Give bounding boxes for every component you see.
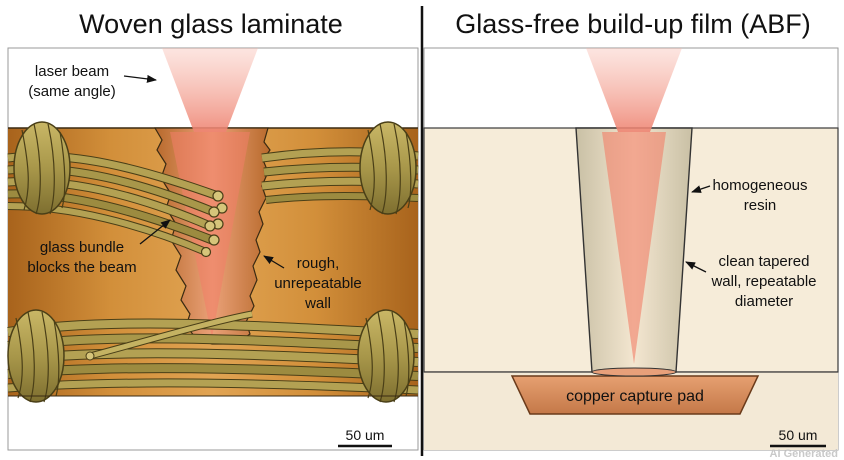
warp-bundle-top-right xyxy=(359,121,417,215)
rough-wall-arrow xyxy=(263,255,285,269)
laser-beam-arrow xyxy=(123,74,157,83)
laser-beam-right xyxy=(586,48,682,132)
via-bottom xyxy=(591,367,677,377)
copper-pad-label: copper capture pad xyxy=(566,388,704,405)
copper-capture-pad xyxy=(510,375,760,415)
clean-wall-label-3: diameter xyxy=(735,293,793,310)
homogeneous-resin-label-2: resin xyxy=(744,197,777,214)
laser-beam-right-cone xyxy=(602,132,666,364)
clean-wall-arrow xyxy=(685,261,707,273)
warp-bundle-bottom-left xyxy=(7,309,65,403)
right-panel-title: Glass-free build-up film (ABF) xyxy=(455,9,811,39)
left-panel-title: Woven glass laminate xyxy=(79,9,343,39)
laser-beam-label-2: (same angle) xyxy=(28,83,116,100)
laser-beam-label: laser beam xyxy=(35,63,109,80)
clean-wall-label: clean tapered xyxy=(719,253,810,270)
rough-wall-label: rough, xyxy=(297,255,340,272)
glass-bundle-label-2: blocks the beam xyxy=(27,259,136,276)
clean-wall-label-2: wall, repeatable xyxy=(710,273,816,290)
warp-bundle-bottom-right xyxy=(357,309,415,403)
warp-bundle-top-left xyxy=(13,121,71,215)
glass-bundle-label: glass bundle xyxy=(40,239,124,256)
rough-wall-label-2: unrepeatable xyxy=(274,275,362,292)
homogeneous-arrow xyxy=(691,185,711,193)
left-panel: Woven glass laminate xyxy=(7,9,419,451)
scale-bar-left-label: 50 um xyxy=(346,427,385,443)
laser-beam-left xyxy=(162,48,258,132)
right-panel: Glass-free build-up film (ABF) homogeneo… xyxy=(423,9,839,460)
rough-wall-label-3: wall xyxy=(304,295,331,312)
glass-bundle-arrow xyxy=(139,219,171,245)
watermark: AI Generated xyxy=(770,448,838,460)
homogeneous-resin-label: homogeneous xyxy=(712,177,807,194)
scale-bar-right-label: 50 um xyxy=(779,427,818,443)
